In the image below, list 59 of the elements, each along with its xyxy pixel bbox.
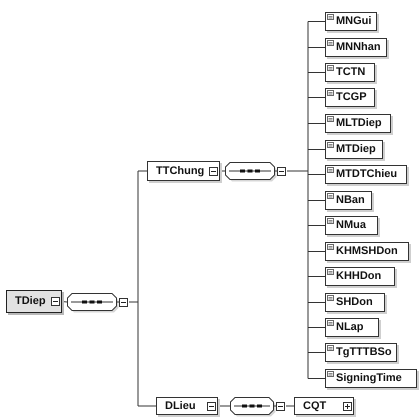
connector-line bbox=[128, 170, 138, 406]
connector-line bbox=[308, 225, 326, 226]
element-box bbox=[6, 290, 62, 313]
element-name: MNNhan bbox=[336, 41, 381, 54]
element-name: TTChung bbox=[156, 164, 204, 178]
element-name: TDiep bbox=[15, 295, 46, 308]
element-box bbox=[325, 343, 397, 362]
element-box bbox=[325, 12, 377, 31]
element-name: MLTDiep bbox=[336, 117, 382, 130]
element-name: TCTN bbox=[336, 66, 366, 79]
element-name: CQT bbox=[303, 400, 326, 412]
element-box bbox=[325, 63, 375, 82]
connector-line bbox=[308, 174, 326, 175]
connector-line bbox=[308, 123, 326, 124]
element-box bbox=[325, 369, 417, 388]
element-box bbox=[325, 293, 385, 312]
connector-line bbox=[138, 170, 148, 172]
element-box bbox=[325, 191, 372, 210]
connector-line bbox=[308, 200, 326, 201]
connector-line bbox=[308, 302, 326, 303]
connector-line bbox=[308, 97, 326, 98]
element-box bbox=[325, 165, 407, 184]
element-name: KHMSHDon bbox=[336, 245, 398, 258]
element-box bbox=[325, 216, 378, 235]
connector-line bbox=[308, 378, 326, 379]
element-box bbox=[325, 242, 409, 261]
element-box bbox=[325, 88, 375, 107]
connector-line bbox=[308, 149, 326, 150]
element-box bbox=[156, 397, 218, 415]
element-box bbox=[147, 161, 220, 181]
element-name: MNGui bbox=[336, 15, 372, 28]
sequence-compositor bbox=[67, 293, 129, 311]
element-box bbox=[325, 267, 395, 286]
sequence-compositor bbox=[230, 397, 286, 415]
element-name: NBan bbox=[336, 194, 365, 207]
element-name: NLap bbox=[336, 321, 364, 334]
element-name: KHHDon bbox=[336, 270, 382, 283]
element-name: MTDiep bbox=[336, 143, 376, 156]
connector-line bbox=[308, 72, 326, 73]
connector-line bbox=[286, 21, 308, 379]
connector-line bbox=[308, 251, 326, 252]
element-name: TCGP bbox=[336, 91, 367, 104]
element-box bbox=[325, 140, 383, 159]
element-box bbox=[325, 114, 391, 133]
connector-line bbox=[308, 276, 326, 277]
element-name: TgTTTBSo bbox=[336, 346, 392, 359]
element-box bbox=[294, 397, 354, 415]
element-box bbox=[325, 318, 379, 337]
connector-line bbox=[308, 21, 326, 22]
connector-line bbox=[308, 47, 326, 48]
element-name: MTDTChieu bbox=[336, 168, 398, 181]
element-name: SigningTime bbox=[336, 372, 402, 385]
element-name: NMua bbox=[336, 219, 366, 232]
sequence-compositor bbox=[225, 162, 287, 180]
element-name: SHDon bbox=[336, 296, 373, 309]
connector-line bbox=[308, 352, 326, 353]
connector-line bbox=[308, 327, 326, 328]
element-box bbox=[325, 38, 387, 57]
element-name: DLieu bbox=[165, 400, 196, 412]
